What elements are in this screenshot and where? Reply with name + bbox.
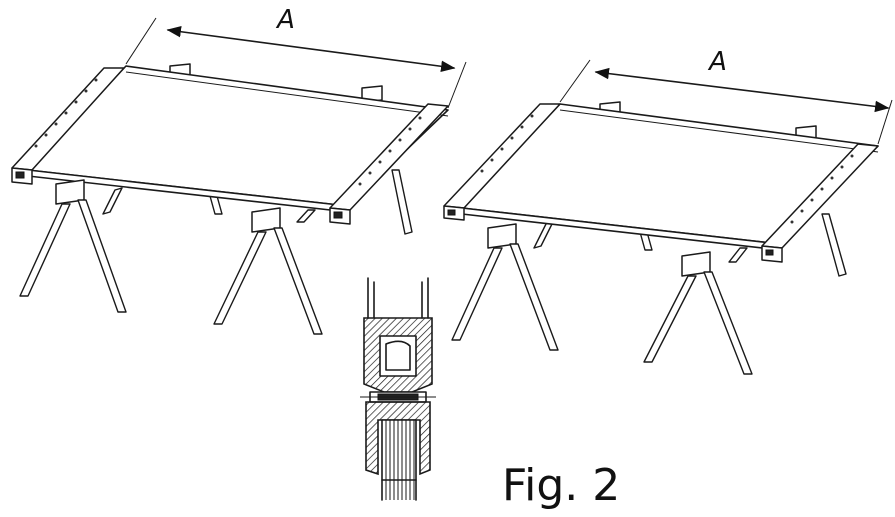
figure-caption: Fig. 2 — [502, 460, 620, 511]
left-dimension-label: A — [275, 5, 295, 35]
left-front-sawhorse — [19, 179, 127, 313]
right-dimension-label: A — [707, 47, 727, 77]
right-dimension — [559, 59, 893, 145]
left-assembly — [11, 17, 467, 335]
profile-section-detail — [360, 277, 436, 501]
right-board — [461, 103, 879, 251]
right-middle-sawhorse — [643, 251, 753, 375]
right-front-sawhorse — [451, 223, 559, 351]
left-back-legs — [102, 169, 413, 235]
left-middle-sawhorse — [213, 207, 323, 335]
left-side-rails — [11, 67, 449, 225]
right-back-legs — [533, 213, 847, 277]
right-assembly — [443, 59, 893, 375]
left-dimension — [125, 17, 467, 109]
right-side-rails — [443, 103, 879, 263]
